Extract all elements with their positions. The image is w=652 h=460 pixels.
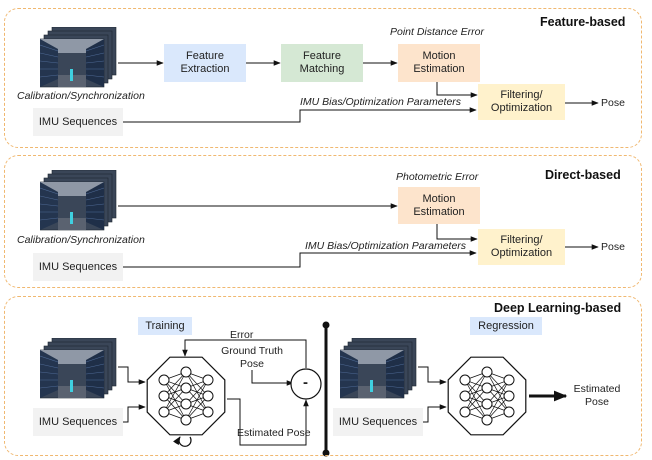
imu-sequences-box-regression: IMU Sequences [333,408,423,436]
arrow-motion-to-filtering-2 [436,224,478,242]
arrow-imu-to-filtering-2 [123,250,477,268]
arrow-images-to-network [118,366,146,385]
arrow-imu-to-network [123,404,146,423]
subtract-symbol: - [303,374,308,391]
calibration-label-feature: Calibration/Synchronization [17,90,145,102]
regression-label: Regression [470,317,542,335]
feature-based-title: Feature-based [540,15,626,29]
pose-output-label-feature: Pose [601,97,625,109]
estimated-pose-output-label: Estimated Pose [573,383,621,408]
arrow-groundtruth-to-subtract [251,370,294,386]
feature-matching-box: Feature Matching [281,44,363,82]
imu-sequences-box-training: IMU Sequences [33,408,123,436]
neural-network-icon-training [146,356,226,436]
photometric-error-label: Photometric Error [396,171,479,183]
pose-output-label-direct: Pose [601,241,625,253]
image-stack-thumbnail-regression [340,338,417,399]
feature-extraction-box: Feature Extraction [164,44,246,82]
ground-truth-pose-label: Ground Truth Pose [221,345,283,370]
estimated-pose-label: Estimated Pose [237,427,311,439]
arrow-error-feedback [182,339,307,368]
arrow-network-to-subtract [227,398,309,446]
filtering-optimization-box-direct: Filtering/ Optimization [478,229,565,265]
neural-network-icon-regression [447,356,527,436]
imu-sequences-box-feature: IMU Sequences [33,108,123,136]
image-stack-thumbnail-training [40,338,117,399]
feature-based-panel [4,8,642,148]
motion-estimation-box-feature: Motion Estimation [398,44,480,82]
arrow-motion-to-filtering-1 [436,82,478,98]
calibration-label-direct: Calibration/Synchronization [17,234,145,246]
imu-bias-label-direct: IMU Bias/Optimization Parameters [305,240,467,252]
motion-estimation-box-direct: Motion Estimation [398,187,480,224]
arrow-imu-to-network-2 [423,404,447,423]
subtract-node [290,368,322,400]
arrow-imu-to-filtering-1 [123,107,477,123]
image-stack-thumbnail-feature [40,27,117,88]
direct-based-panel [4,155,642,288]
direct-based-title: Direct-based [545,168,621,182]
arrow-images-to-network-2 [418,366,447,385]
filtering-optimization-box-feature: Filtering/ Optimization [478,84,565,120]
imu-sequences-box-direct: IMU Sequences [33,253,123,281]
deep-learning-panel [4,296,642,456]
deep-learning-title: Deep Learning-based [494,301,622,315]
image-stack-thumbnail-direct [40,170,117,231]
training-label: Training [138,317,192,335]
loop-icon [173,436,192,447]
error-label: Error [230,329,254,341]
point-distance-error-label: Point Distance Error [390,26,484,38]
imu-bias-label-feature: IMU Bias/Optimization Parameters [300,96,462,108]
